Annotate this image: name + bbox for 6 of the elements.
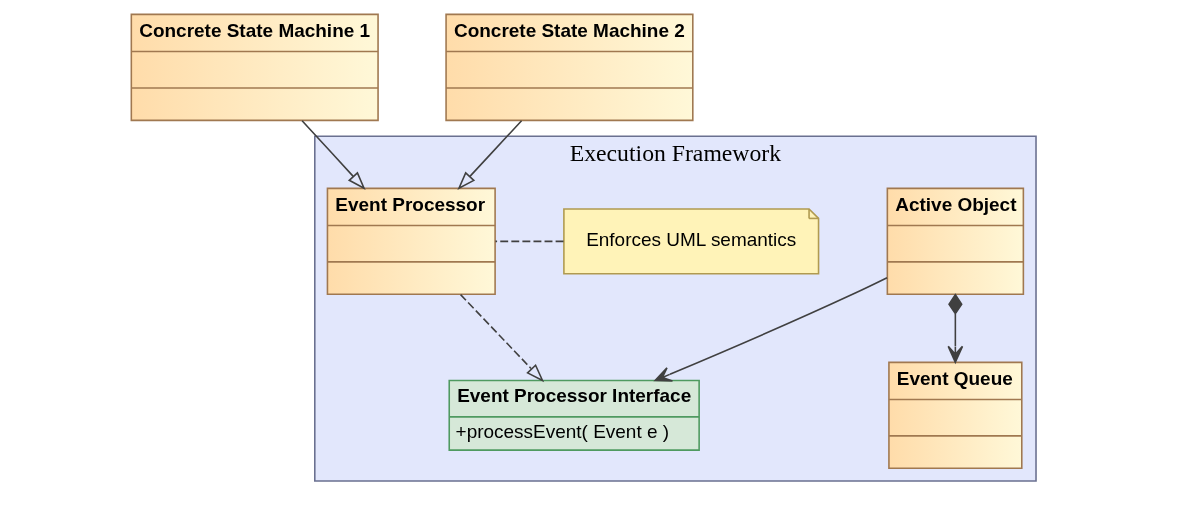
connector [494,240,564,243]
arrow [653,276,888,382]
arrow [946,293,963,363]
arrow [459,293,544,383]
arrow [300,119,366,190]
arrow [456,119,522,190]
